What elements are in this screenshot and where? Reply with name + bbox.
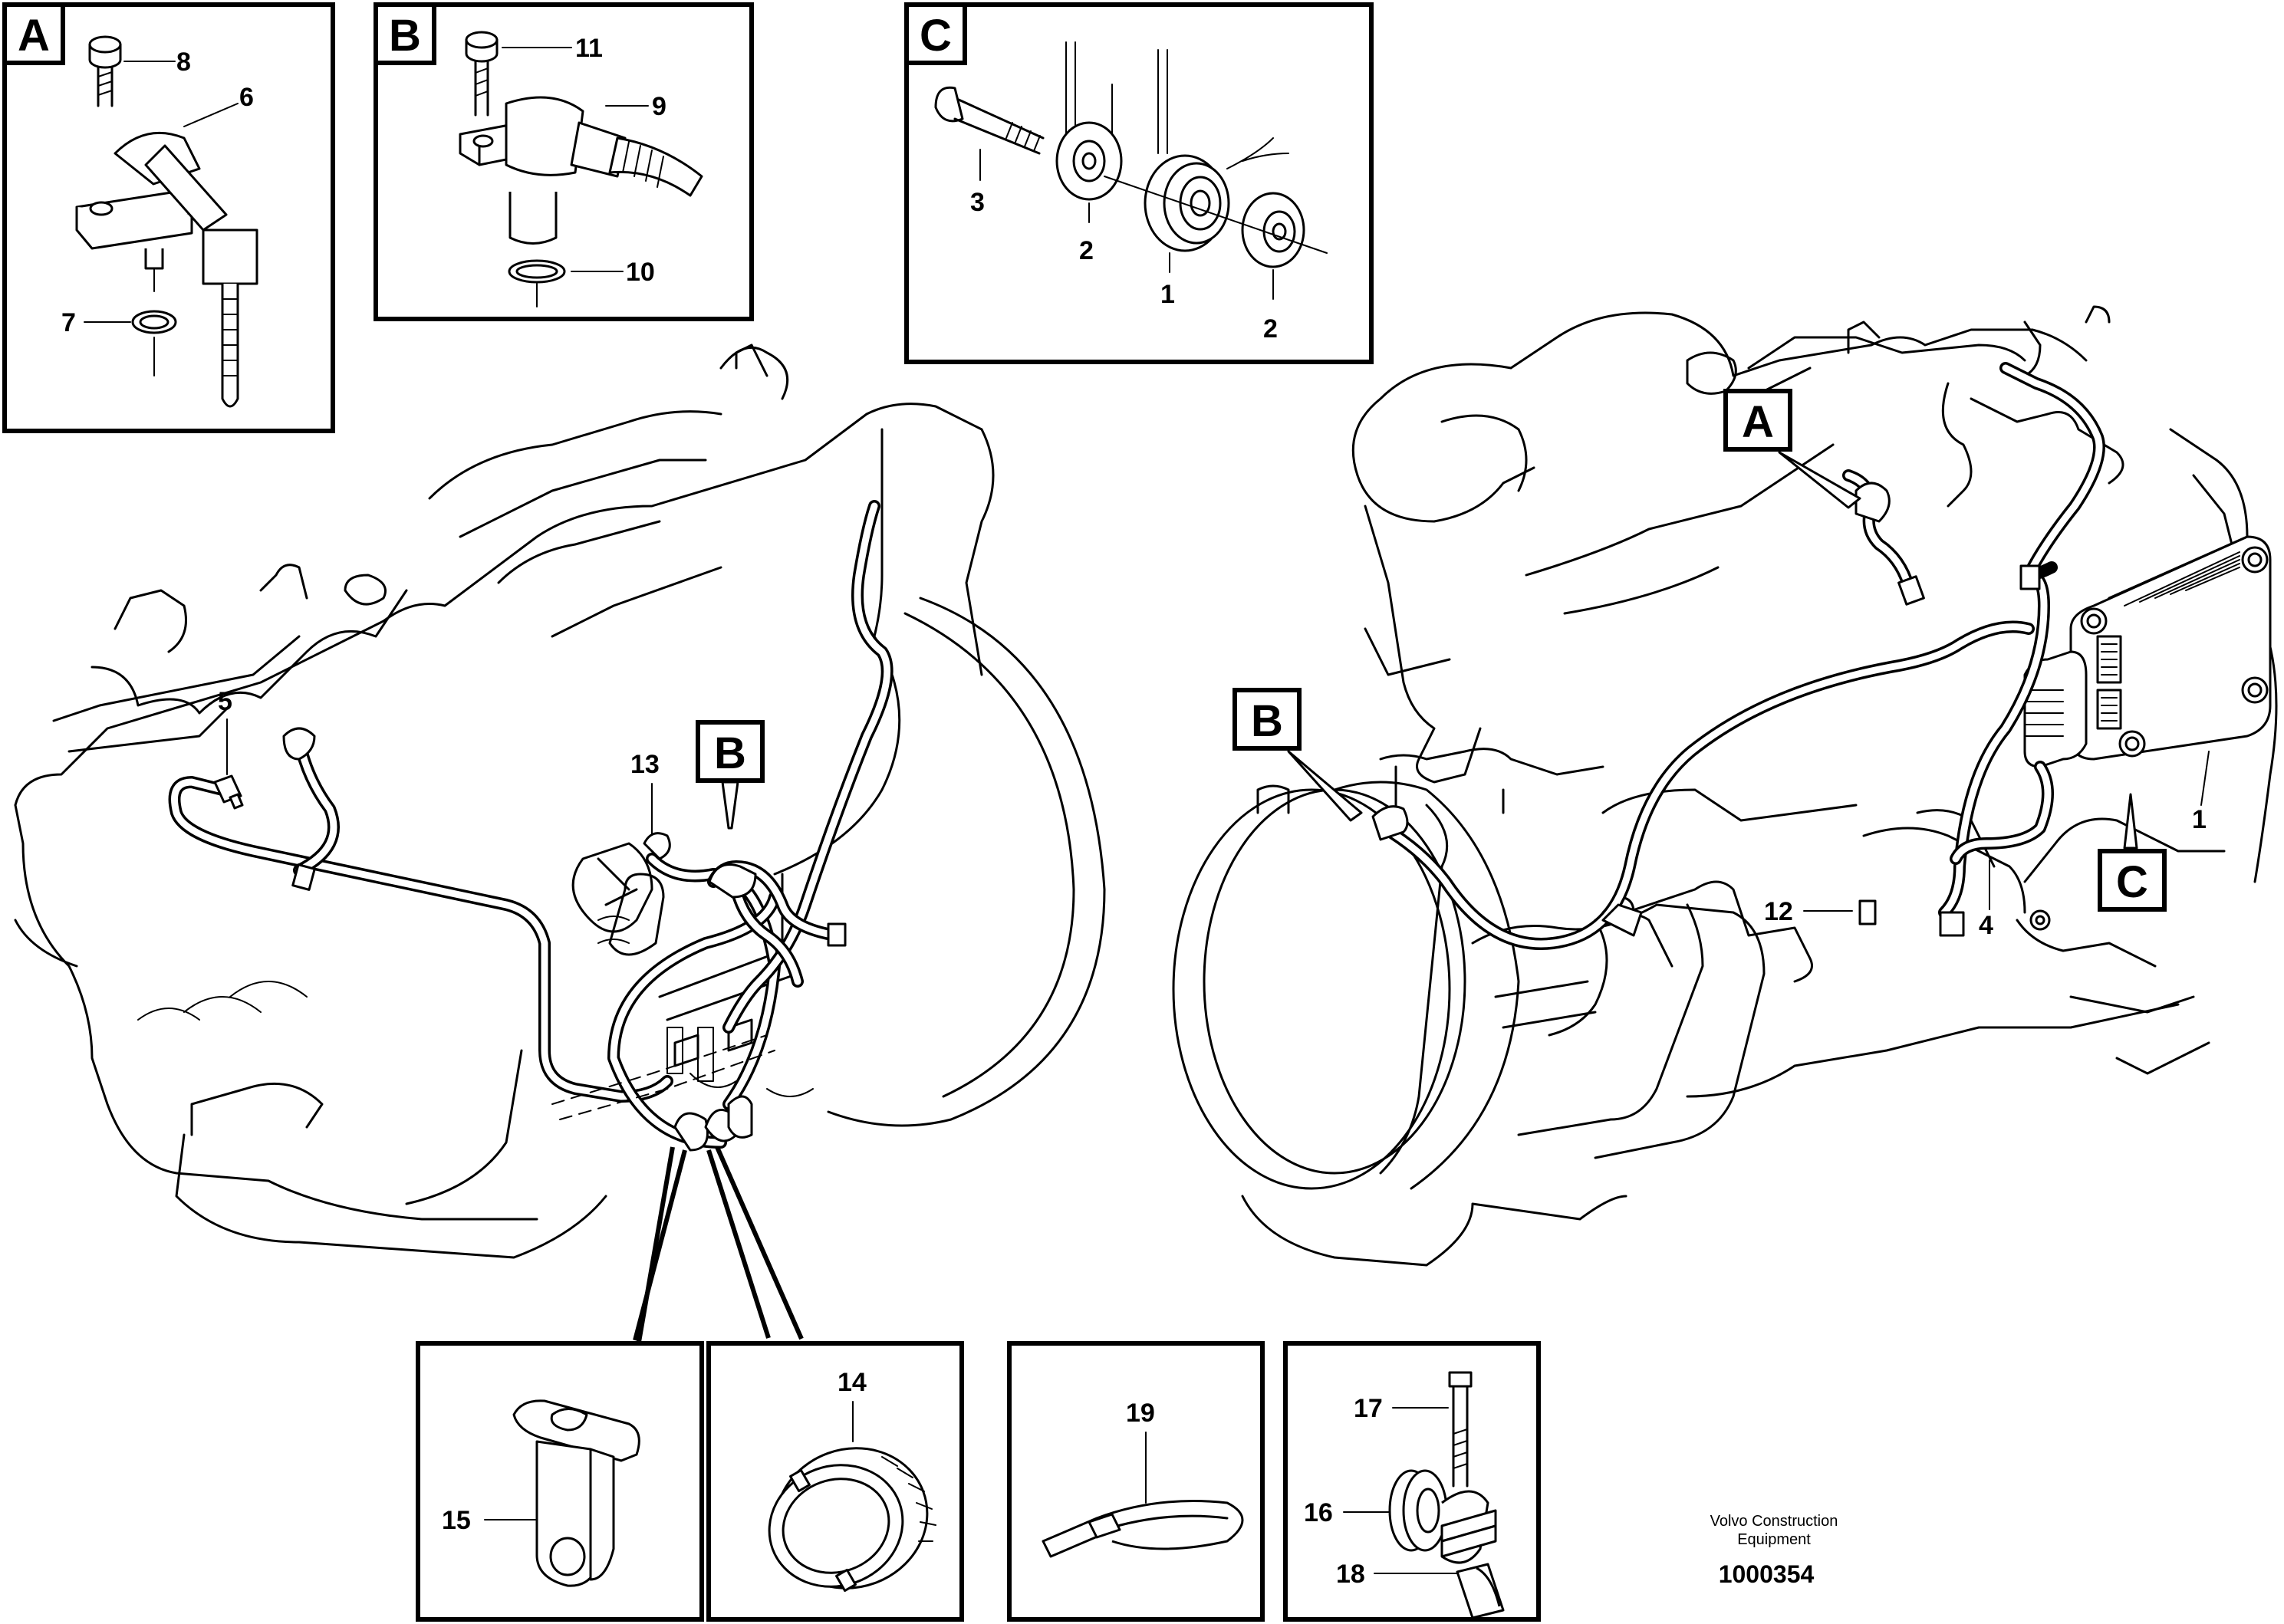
label-2: 2 xyxy=(1079,236,1094,265)
bolt-illustration xyxy=(88,35,122,107)
speed-sensor-illustration xyxy=(459,96,703,245)
label-13: 13 xyxy=(630,750,660,779)
label-10: 10 xyxy=(626,258,655,287)
callout-a-right: A xyxy=(1723,389,1861,509)
detail-a-letter: A xyxy=(18,11,50,61)
callout-b-letter: B xyxy=(1251,696,1283,746)
label-2: 2 xyxy=(1263,314,1278,344)
callout-a-letter: A xyxy=(1742,397,1774,447)
bracket-illustration xyxy=(512,1399,640,1587)
detail-panel-14: 14 xyxy=(706,1341,964,1622)
mounting-hardware-illustration xyxy=(934,41,1328,268)
grommet-illustration xyxy=(768,1447,936,1593)
detail-panel-15: 15 xyxy=(416,1341,704,1622)
label-18: 18 xyxy=(1336,1560,1365,1589)
label-1: 1 xyxy=(2192,805,2207,834)
bolt-illustration xyxy=(465,31,499,117)
clamp-illustration xyxy=(1388,1371,1505,1619)
engine-left-illustration xyxy=(14,344,1106,1259)
label-12: 12 xyxy=(1764,897,1793,926)
label-1: 1 xyxy=(1160,280,1175,309)
label-8: 8 xyxy=(176,48,191,77)
label-19: 19 xyxy=(1126,1399,1155,1428)
detail-c-letter: C xyxy=(920,11,952,61)
label-4: 4 xyxy=(1979,911,1993,940)
flywheel-housing xyxy=(1172,781,1520,1190)
label-17: 17 xyxy=(1354,1394,1383,1423)
engine-right-illustration xyxy=(1172,305,2278,1267)
company-name-line1: Volvo Construction xyxy=(1710,1513,1838,1530)
detail-a-panel: A 8 6 7 xyxy=(2,2,335,433)
wiring-harness-right xyxy=(1371,362,2105,950)
detail-panel-19: 19 xyxy=(1007,1341,1265,1622)
detail-c-panel: C 3 2 1 2 xyxy=(904,2,1374,364)
label-16: 16 xyxy=(1304,1498,1333,1527)
label-11: 11 xyxy=(575,34,603,63)
detail-panel-16-18: 17 16 18 xyxy=(1283,1341,1541,1622)
label-3: 3 xyxy=(970,188,985,217)
callout-c-letter: C xyxy=(2116,857,2148,907)
callout-b-letter: B xyxy=(714,728,746,778)
callout-b-right: B xyxy=(1233,688,1363,822)
temperature-sensor-illustration xyxy=(75,131,258,408)
label-9: 9 xyxy=(652,92,666,121)
wiring-harness-left xyxy=(168,500,894,1152)
detail-b-letter: B xyxy=(389,11,421,61)
ecu-control-unit xyxy=(2023,535,2272,768)
label-5: 5 xyxy=(218,687,232,716)
cable-tie-illustration xyxy=(1042,1500,1244,1558)
callout-b-left: B xyxy=(696,720,765,830)
label-14: 14 xyxy=(838,1368,867,1397)
label-15: 15 xyxy=(442,1506,471,1535)
company-name-line2: Equipment xyxy=(1737,1531,1811,1548)
drawing-number: 1000354 xyxy=(1719,1560,1815,1588)
detail-b-panel: B 11 9 10 xyxy=(374,2,754,321)
label-6: 6 xyxy=(239,83,254,112)
callout-c-right: C xyxy=(2098,793,2167,912)
label-7: 7 xyxy=(61,308,76,337)
